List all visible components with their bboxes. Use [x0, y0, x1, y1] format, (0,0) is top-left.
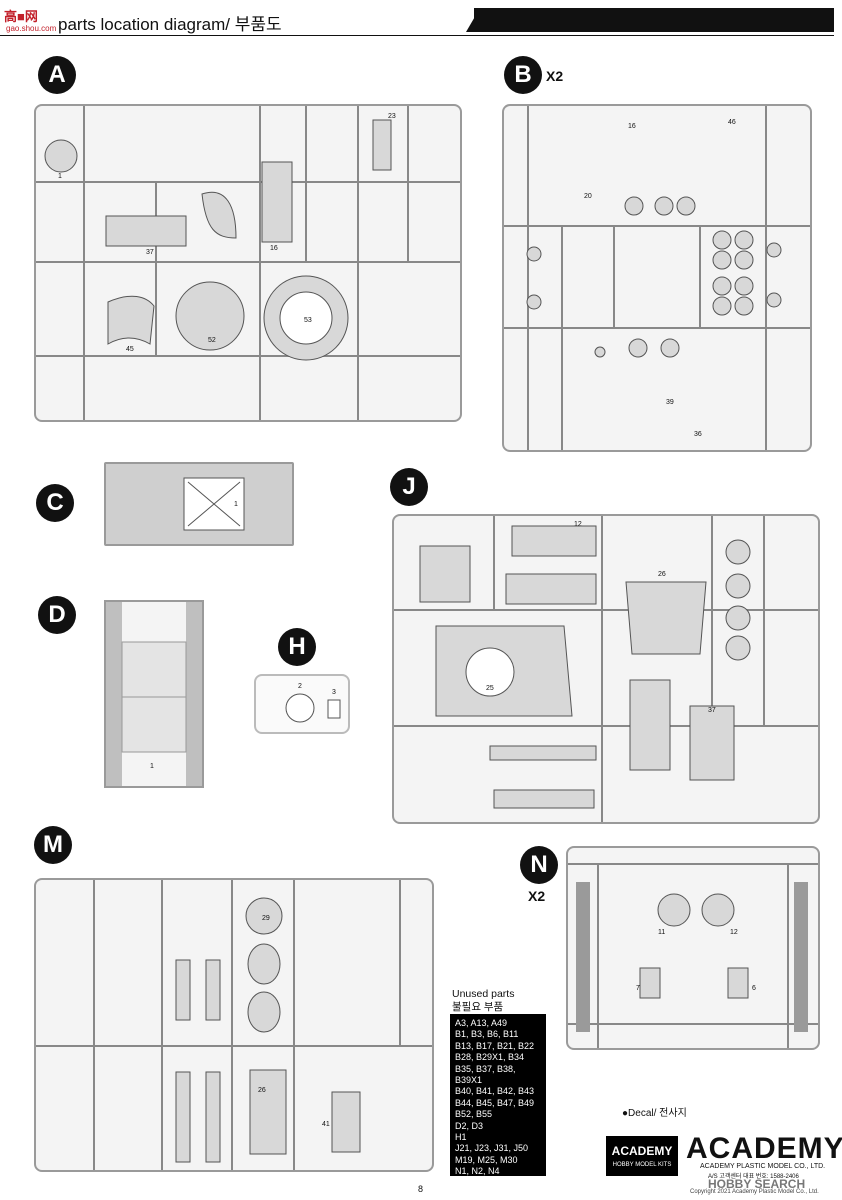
- unused-line: B1, B3, B6, B11: [455, 1029, 519, 1040]
- page-title: parts location diagram/ 부품도: [58, 15, 282, 34]
- svg-text:16: 16: [628, 123, 636, 130]
- svg-text:46: 46: [728, 119, 736, 126]
- svg-text:12: 12: [730, 929, 738, 936]
- svg-text:26: 26: [658, 571, 666, 578]
- brand-service: A/S 고객센터 대표 번호: 1588-2406: [708, 1174, 799, 1180]
- sprue-c-frame: 1: [104, 462, 294, 546]
- sprue-m-frame: 29 26 41: [34, 878, 434, 1172]
- sprue-badge-d: D: [38, 596, 76, 634]
- sprue-badge-b: B: [504, 56, 542, 94]
- sprue-b-multiplier: X2: [546, 68, 564, 84]
- unused-line: M19, M25, M30: [455, 1154, 518, 1165]
- sprue-h-drawing: 2 3: [285, 683, 341, 723]
- svg-text:29: 29: [262, 915, 270, 922]
- svg-text:1: 1: [234, 501, 238, 508]
- unused-line: B52, B55: [455, 1109, 493, 1120]
- unused-line: B13, B17, B21, B22: [455, 1040, 535, 1051]
- sprue-badge-h: H: [278, 628, 316, 666]
- svg-text:3: 3: [332, 689, 336, 696]
- svg-text:2: 2: [298, 683, 302, 690]
- sprue-m-drawing: 29 26 41: [36, 880, 432, 1170]
- watermark-url: gao.shou.com: [6, 24, 57, 33]
- unused-line: B35, B37, B38, B39X1: [455, 1063, 516, 1086]
- sprue-n-drawing: 11 12 7 6: [568, 863, 818, 1048]
- svg-text:11: 11: [658, 929, 665, 936]
- brand-logo: ACADEMY: [686, 1132, 842, 1165]
- sprue-c-drawing: 1: [106, 464, 292, 544]
- sprue-j-drawing: 25 12 26 37: [394, 516, 818, 822]
- svg-text:37: 37: [146, 249, 154, 256]
- svg-text:45: 45: [126, 346, 134, 353]
- copyright: Copyright 2021 Academy Plastic Model Co.…: [690, 1189, 819, 1195]
- sprue-j-frame: 25 12 26 37: [392, 514, 820, 824]
- sprue-d-frame: 1: [104, 600, 204, 788]
- sprue-b-drawing: 16 46 20 39 36: [504, 106, 810, 450]
- sprue-badge-m: M: [34, 826, 72, 864]
- logo-box-name: ACADEMY: [611, 1144, 673, 1158]
- svg-text:25: 25: [486, 685, 494, 692]
- unused-line: B44, B45, B47, B49: [455, 1097, 535, 1108]
- sprue-n-multiplier: X2: [528, 888, 546, 904]
- svg-text:7: 7: [636, 985, 640, 992]
- watermark-logo: 高■网: [4, 9, 38, 24]
- svg-text:37: 37: [708, 707, 716, 714]
- unused-line: A3, A13, A49: [455, 1018, 508, 1028]
- sprue-h-frame: 2 3: [254, 674, 350, 734]
- source-watermark: HOBBY SEARCH: [708, 1177, 806, 1191]
- sprue-a-drawing: 53 52 45 37 16 1 23: [36, 106, 460, 420]
- svg-text:6: 6: [752, 985, 756, 992]
- svg-text:26: 26: [258, 1087, 266, 1094]
- svg-text:52: 52: [208, 337, 216, 344]
- unused-line: B40, B41, B42, B43: [455, 1086, 535, 1097]
- svg-text:36: 36: [694, 431, 702, 438]
- sprue-badge-j: J: [390, 468, 428, 506]
- unused-parts-title: Unused parts 불필요 부품: [452, 988, 514, 1014]
- sprue-badge-c: C: [36, 484, 74, 522]
- decal-note: ●Decal/ 전사지: [622, 1108, 687, 1119]
- svg-text:12: 12: [574, 521, 582, 528]
- unused-line: N1, N2, N4: [455, 1166, 500, 1177]
- sprue-a-frame: 53 52 45 37 16 1 23: [34, 104, 462, 422]
- unused-parts-title-ko: 불필요 부품: [452, 1001, 504, 1013]
- sprue-badge-a: A: [38, 56, 76, 94]
- svg-text:20: 20: [584, 193, 592, 200]
- sprue-n-frame: 11 12 7 6: [566, 846, 820, 1050]
- academy-logo-box: ACADEMY HOBBY MODEL KITS: [606, 1136, 678, 1176]
- unused-line: B28, B29X1, B34: [455, 1052, 525, 1063]
- brand-company: ACADEMY PLASTIC MODEL CO., LTD.: [700, 1163, 826, 1170]
- unused-parts-title-en: Unused parts: [452, 988, 515, 1000]
- svg-text:53: 53: [304, 317, 312, 324]
- unused-line: H1: [455, 1132, 467, 1143]
- unused-parts-list: A3, A13, A49 B1, B3, B6, B11 B13, B17, B…: [450, 1014, 546, 1176]
- header-rule: [0, 35, 834, 36]
- header-bar: [474, 8, 834, 32]
- svg-text:16: 16: [270, 245, 278, 252]
- svg-text:1: 1: [150, 763, 154, 770]
- svg-text:1: 1: [58, 173, 62, 180]
- sprue-b-frame: 16 46 20 39 36: [502, 104, 812, 452]
- unused-line: J21, J23, J31, J50: [455, 1143, 529, 1154]
- unused-line: D2, D3: [455, 1120, 484, 1131]
- sprue-d-drawing: 1: [106, 602, 202, 786]
- sprue-badge-n: N: [520, 846, 558, 884]
- svg-text:23: 23: [388, 113, 396, 120]
- svg-text:41: 41: [322, 1121, 330, 1128]
- page-number: 8: [418, 1184, 424, 1194]
- svg-text:39: 39: [666, 399, 674, 406]
- logo-box-tag: HOBBY MODEL KITS: [612, 1162, 672, 1168]
